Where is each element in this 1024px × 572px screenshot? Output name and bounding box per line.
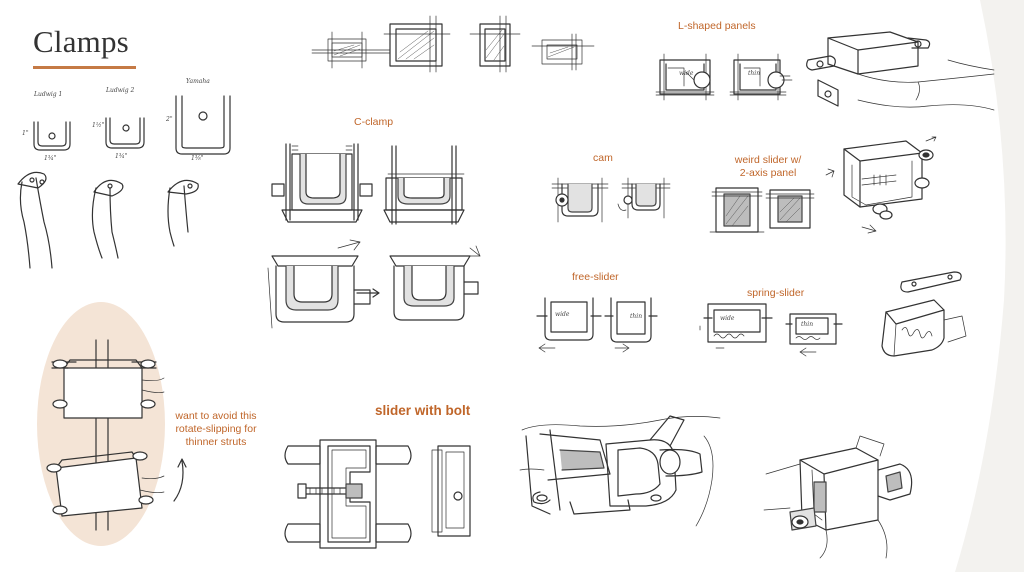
panel-rectangles-sketch xyxy=(311,15,595,73)
c-clamp-sketch xyxy=(267,143,481,329)
label-c-clamp: C-clamp xyxy=(354,116,394,128)
weird-slider-3d-sketch xyxy=(825,136,937,234)
bolt-closeup-3d-sketch xyxy=(763,435,913,559)
hand-yamaha: Yamaha xyxy=(186,78,210,85)
hand-thin-3: thin xyxy=(801,321,814,328)
bolt-clamp-3d-sketch xyxy=(519,415,721,527)
hand-thin-2: thin xyxy=(630,313,643,320)
label-cam: cam xyxy=(593,152,613,164)
hand-dim-c: 2" xyxy=(166,116,173,123)
hand-wide-1: wide xyxy=(679,70,694,77)
note-line-3: thinner struts xyxy=(185,436,247,448)
cam-sketch xyxy=(551,177,671,223)
title-underline xyxy=(33,66,136,69)
hand-dim-b: 1½" xyxy=(92,122,105,129)
free-slider-sketch xyxy=(536,297,658,353)
hand-dim-d: 1¾" xyxy=(44,155,57,162)
note-line-1: want to avoid this xyxy=(175,410,257,422)
c-clamp-arrow xyxy=(356,288,380,298)
hand-dim-e: 1¾" xyxy=(115,153,128,160)
note-rotate-slipping: want to avoid this rotate-slipping for t… xyxy=(170,410,262,449)
label-free-slider: free-slider xyxy=(572,271,619,283)
hand-wide-3: wide xyxy=(720,315,735,322)
hand-wide-2: wide xyxy=(555,311,570,318)
label-spring-slider: spring-slider xyxy=(747,287,805,299)
label-weird-slider: weird slider w/ 2-axis panel xyxy=(722,154,814,180)
weird-slider-line-1: weird slider w/ xyxy=(734,154,802,166)
hand-dim-a: 1" xyxy=(22,130,29,137)
label-slider-with-bolt: slider with bolt xyxy=(375,403,471,418)
hand-ludwig2: Ludwig 2 xyxy=(106,87,135,94)
weird-slider-sketch xyxy=(709,187,815,233)
slider-with-bolt-sketch xyxy=(284,439,471,549)
spring-slider-3d-sketch xyxy=(881,271,967,357)
weird-slider-line-2: 2-axis panel xyxy=(739,167,797,179)
hand-ludwig1: Ludwig 1 xyxy=(34,91,63,98)
hand-thin-1: thin xyxy=(748,70,761,77)
page-title: Clamps xyxy=(33,24,129,59)
l-shaped-panels-sketch xyxy=(655,53,793,101)
clamp-profiles-sketch xyxy=(17,95,231,269)
strut-slip-sketch xyxy=(46,339,165,531)
hand-dim-f: 1⅜" xyxy=(191,155,204,162)
l-panel-3d-sketch xyxy=(806,31,995,111)
rotate-arrow xyxy=(173,458,187,502)
note-line-2: rotate-slipping for xyxy=(175,423,257,435)
label-l-shaped-panels: L-shaped panels xyxy=(678,20,756,32)
spring-slider-sketch xyxy=(699,303,843,357)
